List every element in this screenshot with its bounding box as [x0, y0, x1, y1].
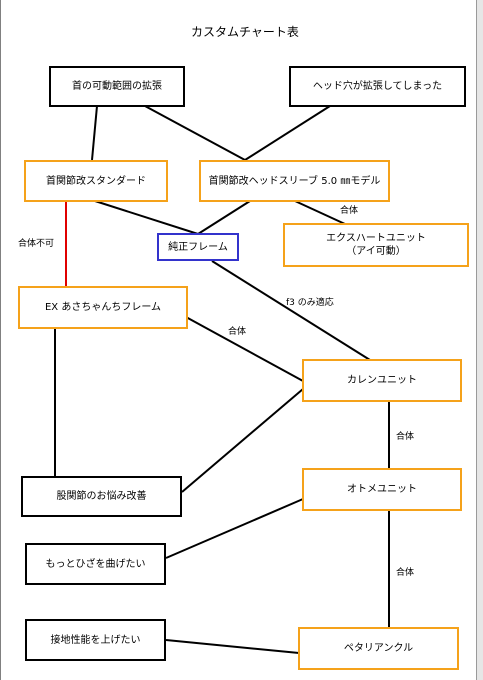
- node-neck-range: 首の可動範囲の拡張: [49, 66, 185, 107]
- node-petari-ankle: ペタリアンクル: [298, 627, 459, 670]
- node-ex-asachan: EX あさちゃんちフレーム: [18, 286, 188, 329]
- edge-standard-to-genuine: [94, 200, 199, 235]
- edge-ground-to-petari: [165, 639, 300, 654]
- edge-karen-to-hip: [181, 388, 304, 493]
- edge-genuine-to-karen: [211, 260, 371, 361]
- edge-headsleeve-to-genuine: [197, 200, 251, 235]
- page-scroll-shadow: [476, 0, 483, 680]
- page-border-right: [476, 0, 477, 680]
- node-karen-unit: カレンユニット: [302, 359, 462, 402]
- edge-label-f3-only: f3 のみ適応: [286, 298, 334, 308]
- node-exheart-unit: エクスハートユニット （アイ可動）: [283, 223, 469, 267]
- edge-label-combine-karen-otome: 合体: [396, 432, 415, 442]
- node-neck-headsleeve: 首関節改ヘッドスリーブ 5.0 ㎜モデル: [199, 160, 390, 202]
- chart-title: カスタムチャート表: [191, 25, 299, 39]
- edge-otome-to-knee: [165, 498, 304, 559]
- edge-label-combine-exheart: 合体: [340, 206, 359, 216]
- edge-head-hole-to-headsleeve: [244, 105, 331, 161]
- edge-ex-to-karen: [174, 310, 304, 382]
- node-otome-unit: オトメユニット: [302, 468, 462, 511]
- edge-neck-range-to-standard: [91, 105, 98, 161]
- edge-headsleeve-to-exheart: [294, 200, 346, 225]
- edge-label-incompatible: 合体不可: [18, 239, 55, 249]
- page-border-left: [0, 0, 1, 680]
- node-genuine-frame: 純正フレーム: [157, 233, 239, 261]
- edge-label-combine-otome-petari: 合体: [396, 568, 415, 578]
- node-ground-perf: 接地性能を上げたい: [25, 619, 166, 661]
- edge-label-combine-ex-karen: 合体: [228, 327, 247, 337]
- node-hip-improve: 股関節のお悩み改善: [21, 476, 182, 517]
- node-knee-bend: もっとひざを曲げたい: [25, 543, 166, 585]
- edge-neck-range-to-headsleeve: [144, 105, 246, 161]
- node-neck-standard: 首関節改スタンダード: [24, 160, 168, 202]
- node-head-hole: ヘッド穴が拡張してしまった: [289, 66, 466, 107]
